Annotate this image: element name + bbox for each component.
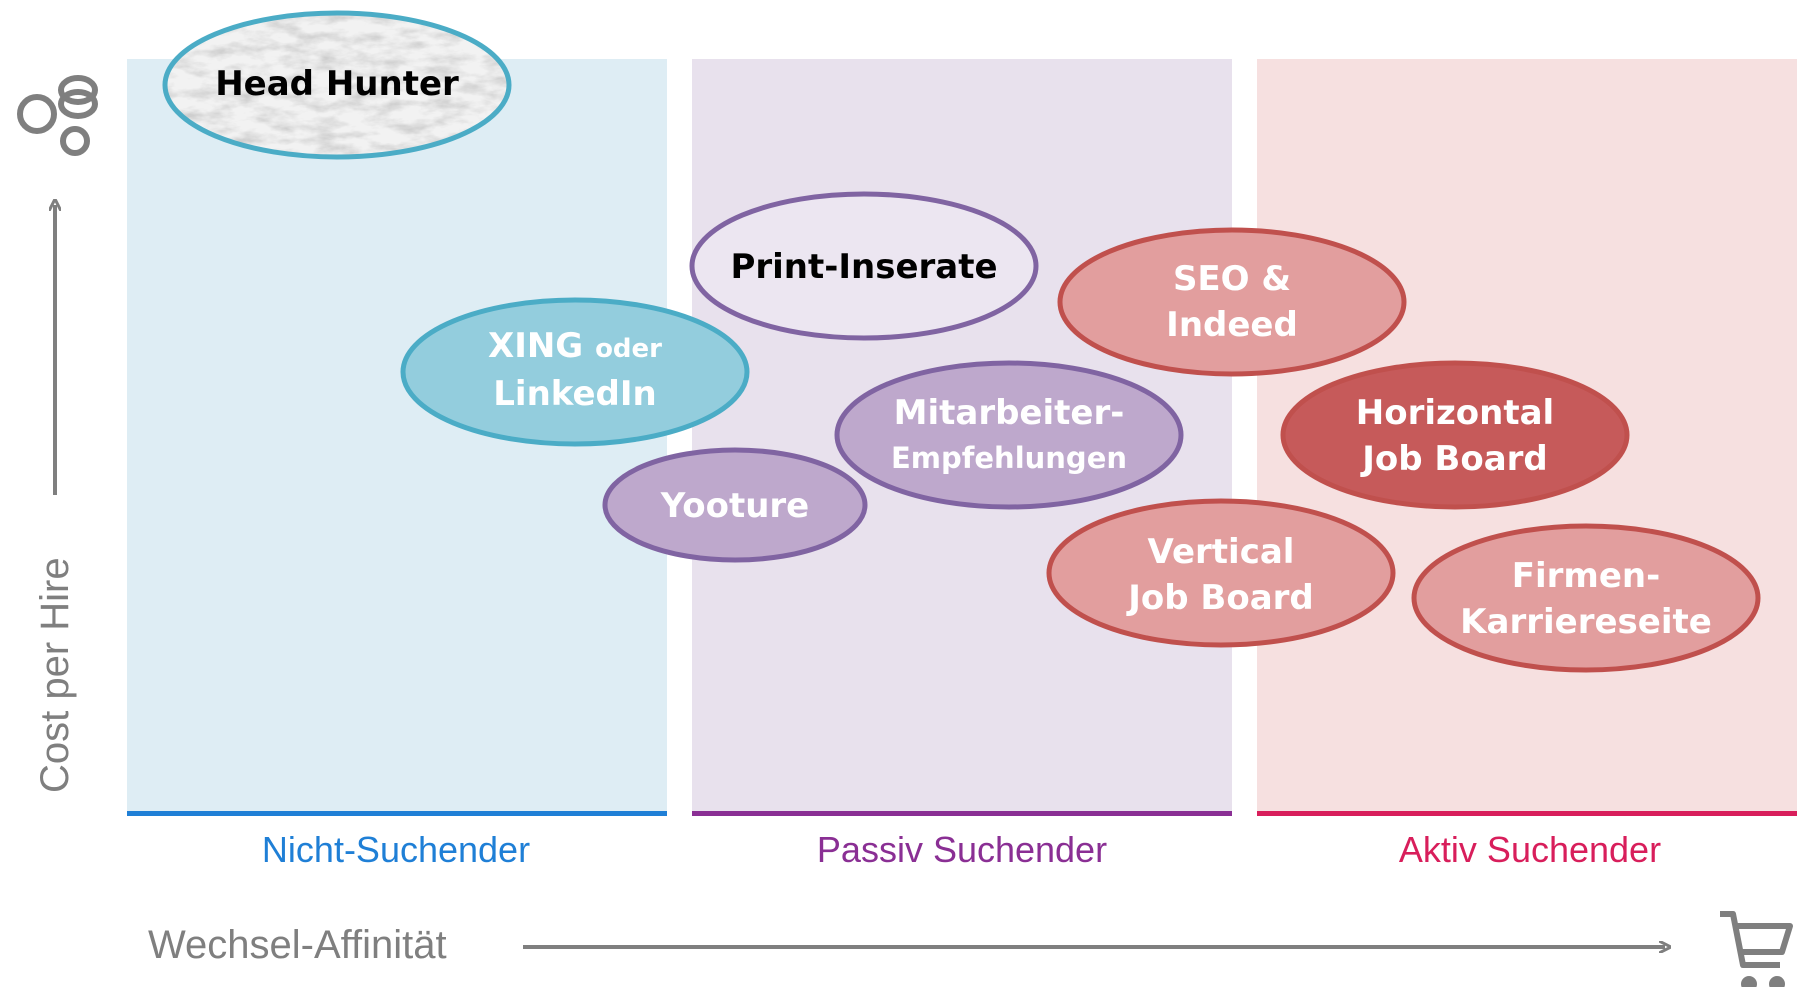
y-axis-label: Cost per Hire [33,557,77,793]
bubble-firmen-label-line1: Firmen- [1512,556,1660,596]
bubble-vertical-job-board: Vertical Job Board [1046,498,1396,648]
shopping-cart-icon [1720,911,1793,987]
bubble-firmen-label-line2: Karriereseite [1460,602,1712,642]
bubble-head-hunter-label: Head Hunter [215,64,459,104]
bubble-seo-label-line2: Indeed [1166,305,1298,345]
bubble-print-inserate: Print-Inserate [689,191,1039,341]
bubble-xing-linkedin: XING oder LinkedIn [400,297,750,447]
bubble-seo-indeed: SEO & Indeed [1057,227,1407,377]
bubble-yooture: Yooture [602,447,868,563]
bubble-horizontal-label-line1: Horizontal [1356,393,1554,433]
bubble-print-label: Print-Inserate [730,247,997,287]
bubble-seo-label-line1: SEO & [1173,259,1291,299]
zone-nicht-suchender-line [127,811,667,816]
bubble-horizontal-job-board: Horizontal Job Board [1280,360,1630,510]
bubble-horizontal-label-line2: Job Board [1360,439,1548,479]
zone-passiv-suchender-line [692,811,1232,816]
x-axis-label: Wechsel-Affinität [148,923,447,967]
zone-label-aktiv-suchender: Aktiv Suchender [1399,829,1661,870]
bubble-head-hunter: Head Hunter [162,10,512,160]
bubble-mitarbeiter-empfehlungen: Mitarbeiter- Empfehlungen [834,360,1184,510]
bubble-vertical-label-line2: Job Board [1126,578,1314,618]
bubble-firmen-karriereseite: Firmen- Karriereseite [1411,523,1761,673]
coins-icon [17,75,98,156]
zone-label-nicht-suchender: Nicht-Suchender [262,829,530,870]
bubble-xing-label-line2: LinkedIn [493,374,656,414]
zone-label-passiv-suchender: Passiv Suchender [817,829,1107,870]
bubble-vertical-label-line1: Vertical [1148,532,1295,572]
bubble-mitarbeiter-label-line1: Mitarbeiter- [894,393,1125,433]
bubble-mitarbeiter-label-line2: Empfehlungen [891,441,1127,475]
bubble-xing-label-line1: XING oder [488,326,662,366]
bubble-yooture-label: Yooture [660,486,810,526]
zone-aktiv-suchender-line [1257,811,1797,816]
